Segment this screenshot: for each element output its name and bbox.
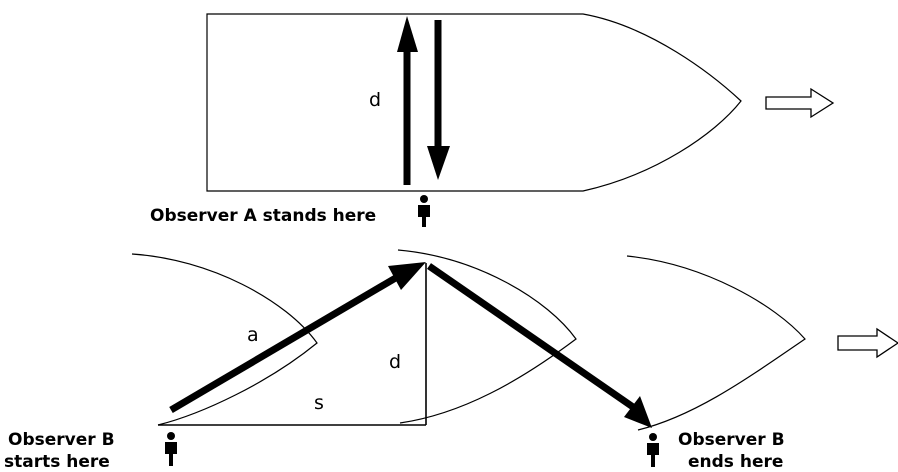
label-d-top: d: [369, 89, 381, 111]
direction-arrow-top: [765, 87, 835, 119]
person-icon: [418, 195, 430, 227]
arrow-up-top: [397, 16, 418, 185]
label-a: a: [247, 324, 259, 346]
ship-bow-left: [131, 253, 318, 426]
label-observer-b-end-line2: ends here: [688, 452, 783, 472]
arrow-down-top: [427, 20, 450, 180]
label-d-bottom: d: [389, 351, 401, 373]
ship-bow-right: [626, 255, 806, 431]
label-observer-a: Observer A stands here: [150, 206, 376, 226]
arrow-up-diagonal: [169, 262, 426, 414]
ship-outline-top: [206, 13, 742, 192]
direction-arrow-bottom: [837, 327, 898, 359]
label-observer-b-start-line1: Observer B: [8, 430, 115, 450]
label-observer-b-end-line1: Observer B: [678, 430, 785, 450]
bottom-panel: a d s Observer B starts here Observer B …: [4, 249, 898, 472]
person-icon: [647, 433, 659, 467]
label-observer-b-start-line2: starts here: [4, 452, 110, 472]
arrow-down-diagonal: [427, 263, 652, 428]
ship-bow-middle: [397, 249, 577, 424]
person-icon: [165, 432, 177, 466]
top-panel: d Observer A stands here: [150, 13, 835, 227]
label-s: s: [314, 392, 324, 414]
